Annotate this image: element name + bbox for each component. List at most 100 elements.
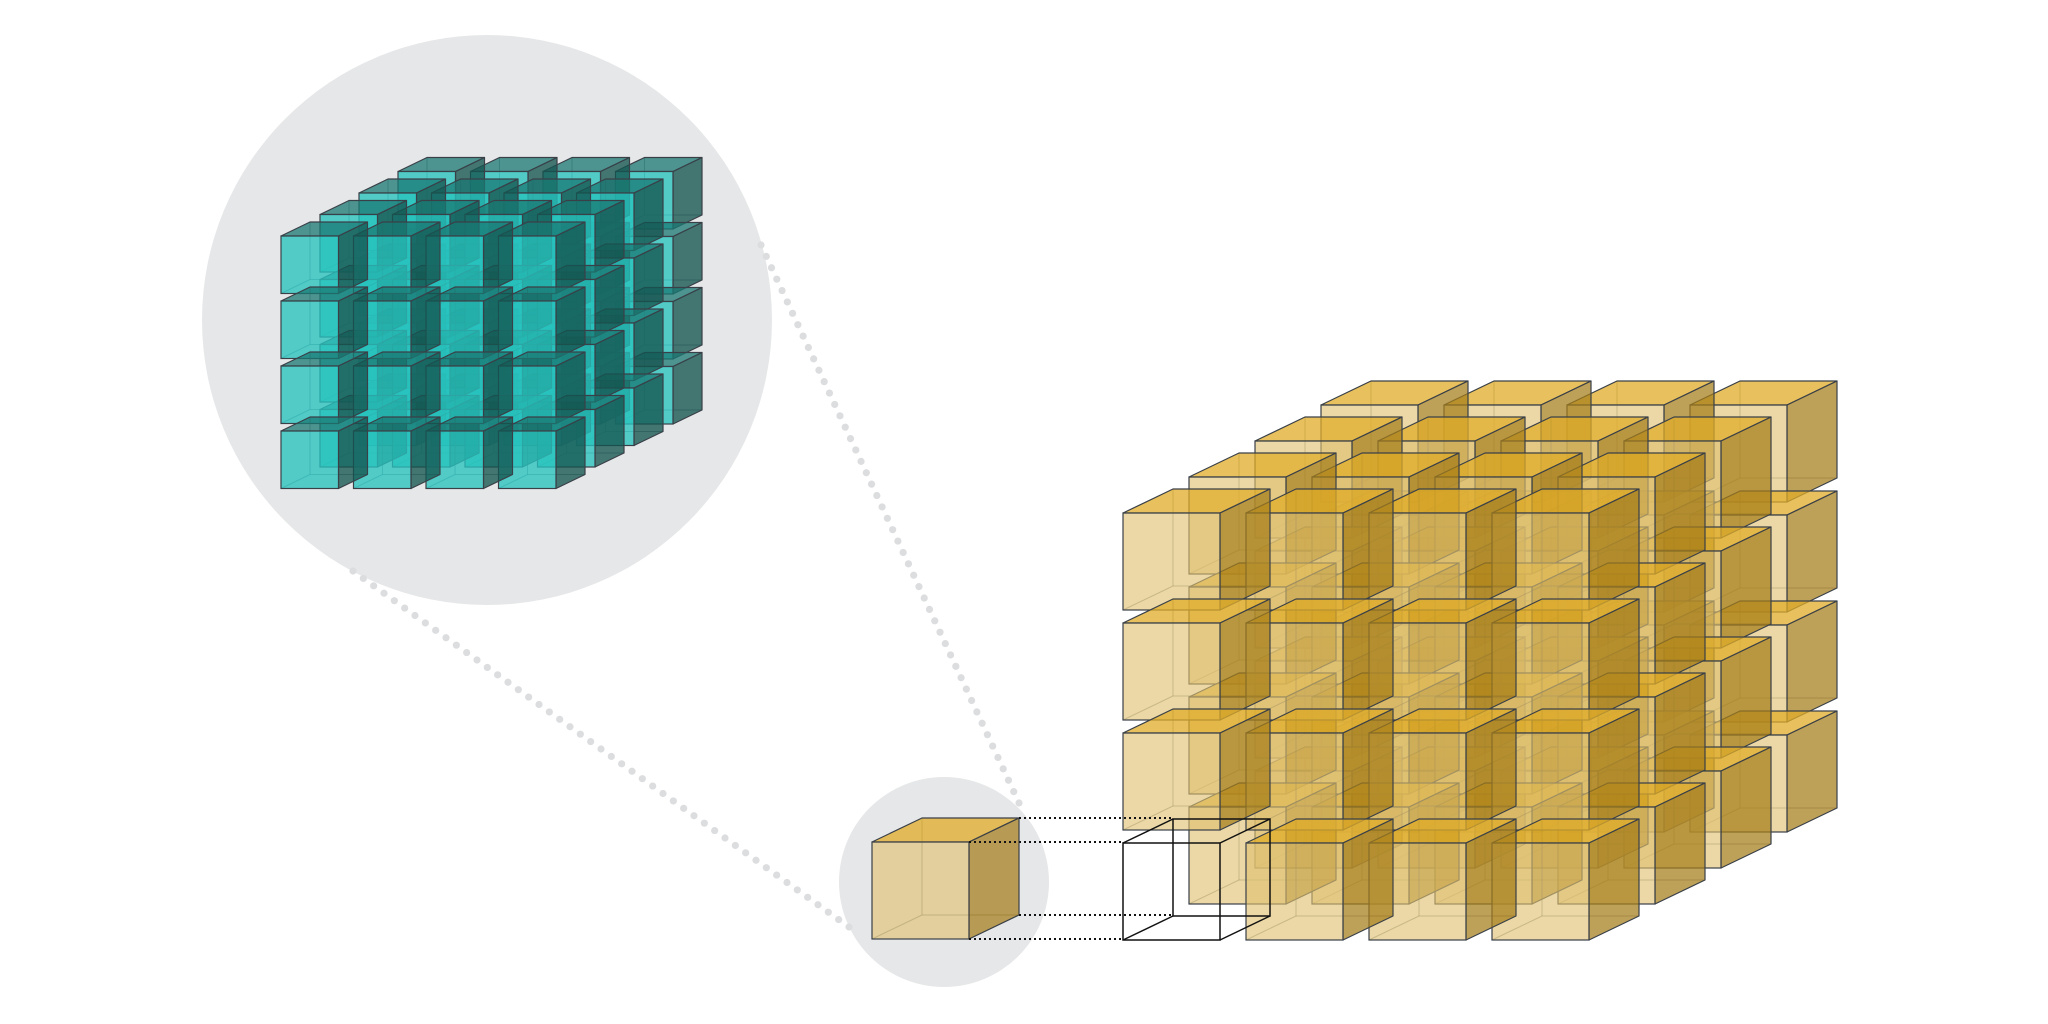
guide-dot (952, 662, 960, 670)
gold-cube-lattice (1122, 380, 1838, 941)
cube-front-face (1122, 732, 1221, 831)
cube (1245, 818, 1394, 941)
guide-dot (883, 514, 891, 522)
guide-dot (483, 663, 491, 672)
guide-dot (731, 841, 739, 850)
guide-dot (390, 597, 398, 605)
guide-dot (638, 775, 646, 783)
guide-dot (762, 864, 770, 872)
guide-dot (359, 574, 367, 583)
guide-dot (899, 548, 907, 557)
guide-dot (910, 571, 918, 579)
guide-dot (810, 355, 818, 363)
guide-dot (804, 893, 812, 901)
guide-dot (783, 878, 791, 887)
guide-dot (814, 901, 822, 909)
guide-dot (783, 298, 791, 306)
guide-dot (545, 708, 553, 716)
wire-edge (1122, 915, 1174, 941)
guide-dot (421, 619, 429, 627)
guide-dot (941, 639, 949, 648)
guide-dot (401, 604, 409, 612)
guide-dot (597, 745, 605, 753)
guide-dot (463, 648, 471, 657)
missing-cube-outline (1122, 818, 1271, 941)
guide-dot (889, 526, 897, 534)
cube (280, 286, 369, 360)
cube-front-face (280, 300, 340, 360)
guide-dot (799, 332, 807, 340)
cube (352, 286, 441, 360)
guide-dot (680, 804, 688, 812)
guide-dot (525, 693, 533, 701)
guide-dot (628, 767, 636, 775)
guide-dot (566, 723, 574, 731)
guide-dot (576, 730, 584, 738)
projection-lines (969, 817, 1172, 940)
extracted-gold-cube (871, 817, 1020, 940)
guide-dot (587, 737, 595, 746)
cube (1122, 488, 1271, 611)
guide-dot (762, 252, 770, 260)
guide-dot (824, 908, 832, 916)
wire-edge (1219, 915, 1271, 941)
guide-dot (845, 923, 853, 931)
guide-dot (514, 686, 522, 694)
guide-dot (931, 617, 939, 625)
guide-dot (962, 685, 970, 693)
cube-front-face (871, 841, 970, 940)
guide-dot (804, 343, 812, 352)
guide-dot (994, 753, 1002, 762)
guide-dot (535, 700, 543, 709)
guide-dot (825, 389, 834, 397)
guide-dot (968, 696, 976, 705)
guide-dot (432, 626, 440, 634)
guide-dot (757, 241, 765, 249)
guide-dot (690, 812, 698, 820)
cube (1122, 598, 1271, 721)
guide-dot (857, 457, 865, 465)
wire-edge (1219, 818, 1271, 844)
cube (871, 817, 1020, 940)
cube (497, 416, 586, 490)
guide-dot (878, 503, 886, 511)
guide-dot (349, 567, 357, 575)
cube (1122, 708, 1271, 831)
guide-dot (380, 589, 388, 597)
guide-dot (820, 378, 828, 386)
guide-dot (904, 560, 913, 568)
guide-dot (494, 671, 502, 679)
guide-dot (846, 434, 855, 443)
guide-dot (788, 309, 797, 317)
wire-front (1122, 842, 1221, 941)
guide-dot (989, 742, 997, 750)
guide-dot (920, 594, 928, 602)
cube-front-face (280, 430, 340, 490)
guide-dot (973, 708, 981, 716)
cube-front-face (1122, 622, 1221, 721)
guide-dot (649, 782, 657, 790)
wire-back (1172, 818, 1271, 917)
guide-dot (936, 628, 944, 636)
cube (280, 221, 369, 295)
guide-dot (1015, 799, 1023, 807)
guide-dot (473, 656, 481, 664)
guide-dot (867, 480, 876, 488)
guide-dot (504, 678, 512, 686)
guide-dot (999, 765, 1007, 773)
guide-dot (1010, 788, 1018, 796)
guide-dot (700, 819, 708, 827)
guide-dot (925, 605, 934, 614)
cube-front-face (280, 365, 340, 425)
cube-front-face (1122, 512, 1221, 611)
guide-dot (1004, 776, 1013, 784)
guide-dot (794, 321, 802, 329)
guide-dot (721, 834, 729, 842)
guide-dot (894, 537, 902, 545)
guide-dot (711, 826, 719, 835)
wire-edge (1122, 818, 1174, 844)
guide-dot (831, 400, 839, 409)
guide-dot (442, 634, 450, 642)
cube-front-face (280, 235, 340, 295)
guide-dot (873, 491, 881, 500)
